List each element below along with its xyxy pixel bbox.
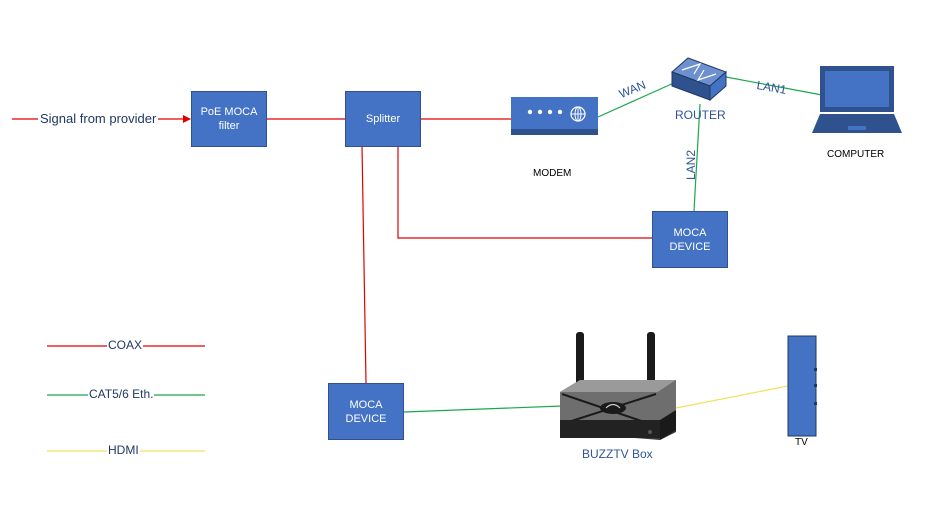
legend-coax-label: COAX (107, 338, 144, 352)
legend-ethernet-label: CAT5/6 Eth. (88, 387, 155, 401)
laptop-icon (812, 66, 902, 133)
coax-arrowhead (183, 115, 191, 123)
ethernet-moca-buzztv (403, 405, 563, 413)
signal-from-provider-label: Signal from provider (38, 111, 159, 126)
router-icon (671, 57, 727, 102)
tv-icon (787, 335, 817, 437)
modem-icon (511, 97, 598, 135)
moca-device-top-box: MOCA DEVICE (652, 211, 728, 268)
lan2-label: LAN2 (684, 149, 698, 180)
tv-label: TV (795, 437, 808, 448)
modem-label: MODEM (533, 168, 572, 179)
coax-splitter-moca-top (397, 146, 652, 239)
coax-splitter-moca-bottom (361, 145, 367, 384)
hdmi-buzztv-tv (675, 385, 789, 409)
splitter-label: Splitter (365, 113, 401, 125)
ethernet-router-computer (725, 76, 823, 96)
ethernet-modem-router (597, 81, 677, 118)
ethernet-router-moca (693, 103, 701, 212)
legend-hdmi-label: HDMI (107, 443, 140, 457)
moca-device-bottom-box: MOCA DEVICE (328, 383, 404, 440)
buzztv-box-icon (560, 332, 676, 440)
poe-moca-filter-label: PoE MOCA filter (200, 106, 258, 132)
splitter-box: Splitter (345, 91, 421, 147)
router-label: ROUTER (675, 108, 726, 122)
moca-device-bottom-label: MOCA DEVICE (345, 398, 387, 425)
computer-label: COMPUTER (827, 149, 885, 160)
buzztv-box-label: BUZZTV Box (582, 447, 653, 461)
moca-device-top-label: MOCA DEVICE (669, 226, 711, 253)
poe-moca-filter-box: PoE MOCA filter (191, 91, 267, 147)
